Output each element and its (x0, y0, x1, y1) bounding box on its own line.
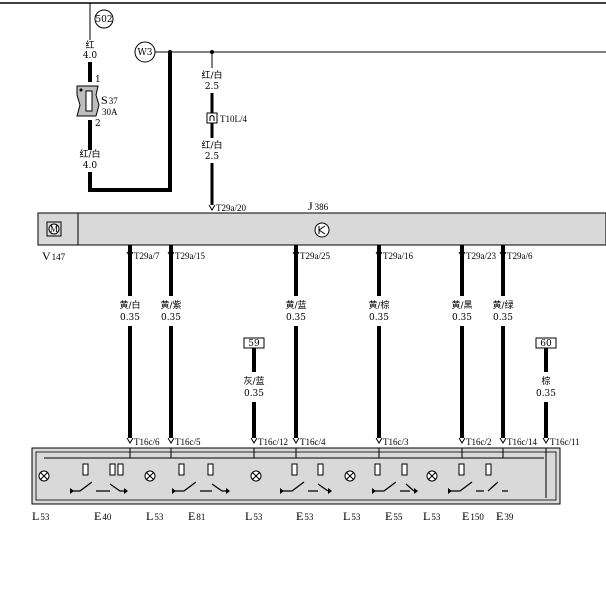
pin-t16c3: T16c/3 (383, 437, 409, 447)
ground-box-60-label: 60 (540, 339, 552, 349)
wire3-color: 黄/蓝 (285, 299, 306, 311)
marker-502 (94, 9, 114, 29)
switch-arrows (70, 488, 452, 494)
ground-box-59-label: 59 (248, 339, 260, 349)
pin-t29a6: T29a/6 (507, 251, 533, 261)
wires-mid (128, 245, 548, 438)
wire2-color: 黄/紫 (160, 299, 181, 311)
wire59-size: 0.35 (244, 389, 264, 399)
wire6-size: 0.35 (493, 313, 513, 323)
center-size-2: 2.5 (205, 152, 220, 162)
wire1-size: 0.35 (120, 313, 140, 323)
fuse-pin-1: 1 (95, 75, 101, 85)
label-e55: E55 (385, 509, 403, 523)
motor-letter: M (50, 224, 58, 234)
wire1-color: 黄/白 (119, 299, 140, 311)
panel-internal-wiring (44, 448, 547, 498)
transistor-icon (314, 222, 330, 238)
connector-t10l (206, 112, 218, 124)
label-l53-5: L53 (423, 509, 441, 523)
label-l53-4: L53 (343, 509, 361, 523)
pin-t29a7: T29a/7 (134, 251, 160, 261)
pin-t16c6: T16c/6 (134, 437, 160, 447)
pin-arrow-t29a20 (208, 204, 216, 211)
label-e40: E40 (94, 509, 112, 523)
fuse-dot (79, 88, 83, 92)
fuse-in-size: 4.0 (83, 51, 98, 61)
label-l53-1: L53 (32, 509, 50, 523)
fuse-pin-2: 2 (95, 119, 101, 129)
wire6-color: 黄/绿 (492, 299, 513, 311)
transistor-mark (318, 225, 326, 235)
pin-t29a25: T29a/25 (300, 251, 330, 261)
lamp-crosses (40, 472, 436, 480)
pin-t16c4: T16c/4 (300, 437, 326, 447)
connector-t10l-label: T10L/4 (220, 114, 247, 124)
wire-fuse-to-w3 (88, 52, 172, 192)
wire59-color: 灰/蓝 (243, 375, 264, 387)
motor-icon (48, 223, 60, 235)
label-l53-2: L53 (146, 509, 164, 523)
label-e150: E150 (462, 509, 484, 523)
connector-t10l-mark (209, 115, 215, 121)
fuse-element (85, 90, 93, 112)
wire4-size: 0.35 (369, 313, 389, 323)
fuse-in-color: 红 (85, 39, 94, 51)
ground-box-60 (535, 337, 557, 349)
wire3-size: 0.35 (286, 313, 306, 323)
pin-t16c2: T16c/2 (466, 437, 492, 447)
marker-502-label: 502 (95, 15, 112, 25)
center-color-2: 红/白 (201, 139, 222, 151)
motor-label: V147 (42, 249, 66, 263)
label-l53-3: L53 (245, 509, 263, 523)
switch-contacts (70, 481, 508, 492)
wire60-color: 棕 (541, 375, 550, 387)
resistor-icons (82, 463, 492, 476)
pin-t29a23: T29a/23 (466, 251, 496, 261)
pin-t29a20: T29a/20 (216, 203, 246, 213)
pin-row-bottom (126, 437, 550, 444)
wire60-size: 0.35 (536, 389, 556, 399)
wire4-color: 黄/棕 (368, 299, 389, 311)
wire2-size: 0.35 (161, 313, 181, 323)
wire5-size: 0.35 (452, 313, 472, 323)
center-color-1: 红/白 (201, 69, 222, 81)
pin-t29a15: T29a/15 (175, 251, 205, 261)
fuse-out-color: 红/白 (79, 148, 100, 160)
pin-t16c14: T16c/14 (507, 437, 537, 447)
motor-frame (46, 221, 62, 237)
fuse-out-size: 4.0 (83, 161, 98, 171)
label-e81: E81 (188, 509, 205, 523)
pin-t16c11: T16c/11 (550, 437, 580, 447)
label-e39: E39 (496, 509, 514, 523)
fuse-code: S37 (101, 93, 118, 107)
fuse-amp: 30A (102, 107, 118, 117)
ground-box-59 (243, 337, 265, 349)
pin-t16c5: T16c/5 (175, 437, 201, 447)
label-e53: E53 (296, 509, 314, 523)
center-size-1: 2.5 (205, 82, 220, 92)
wire5-color: 黄/黑 (451, 299, 472, 311)
marker-w3-label: W3 (138, 48, 153, 58)
pin-t29a16: T29a/16 (383, 251, 413, 261)
pin-t16c12: T16c/12 (258, 437, 288, 447)
